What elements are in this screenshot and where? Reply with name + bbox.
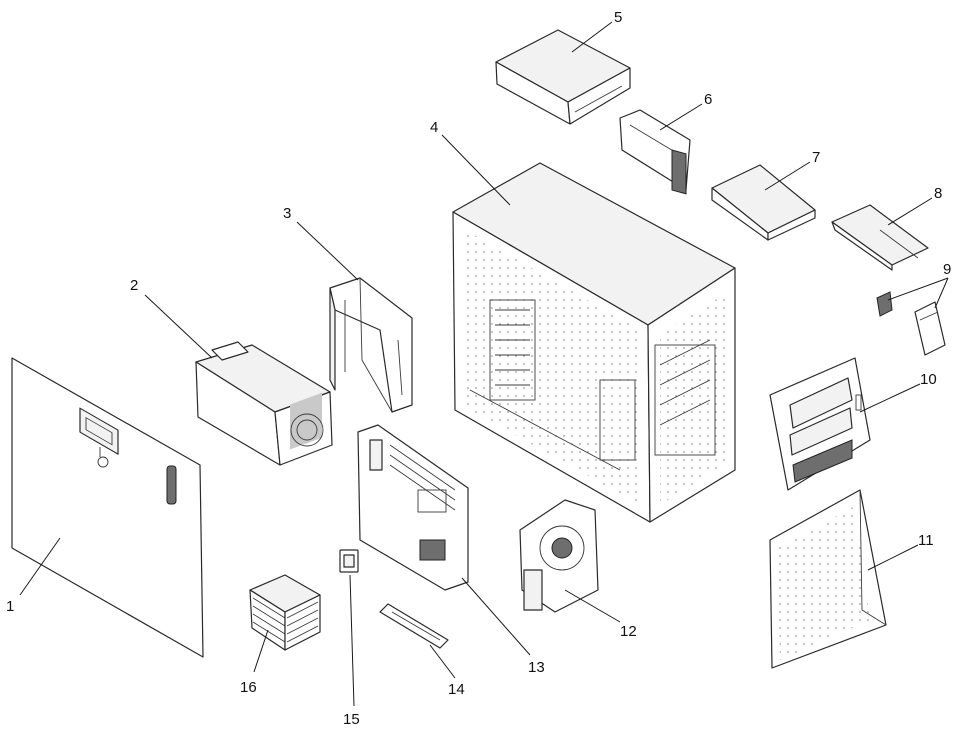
leader-2 <box>144 294 213 359</box>
part-6-drive-tray <box>619 109 691 195</box>
callout-12: 12 <box>620 623 637 640</box>
leader-12 <box>564 589 621 623</box>
part-5-optical-drive <box>495 29 631 125</box>
leader-13 <box>461 577 531 656</box>
leader-15 <box>349 574 355 707</box>
leader-11 <box>867 544 919 571</box>
leader-9b <box>934 277 949 309</box>
leader-8 <box>887 197 933 226</box>
callout-5: 5 <box>614 9 622 26</box>
leader-6 <box>659 103 703 131</box>
callout-labels: 1 2 3 4 5 6 7 8 9 10 11 12 13 14 15 16 <box>6 9 951 728</box>
callout-15: 15 <box>343 711 360 728</box>
leader-7 <box>764 161 811 191</box>
part-10-front-bezel <box>769 357 871 491</box>
leader-3 <box>296 221 359 281</box>
part-7-hard-disk <box>711 164 816 241</box>
callout-7: 7 <box>812 149 820 166</box>
callout-6: 6 <box>704 91 712 108</box>
leader-1 <box>19 537 61 596</box>
part-2-power-supply <box>195 341 333 466</box>
part-8-filler <box>831 204 929 271</box>
leader-4 <box>441 134 511 206</box>
callout-8: 8 <box>934 185 942 202</box>
leader-16 <box>253 629 269 673</box>
part-9-latches <box>876 291 946 356</box>
part-14-memory-module <box>379 603 449 649</box>
leader-14 <box>429 644 456 679</box>
part-15-processor <box>339 549 359 573</box>
leader-10 <box>859 383 921 413</box>
part-11-front-door <box>769 489 887 669</box>
callout-16: 16 <box>240 679 257 696</box>
callout-1: 1 <box>6 598 14 615</box>
callout-4: 4 <box>430 119 438 136</box>
callout-14: 14 <box>448 681 465 698</box>
leader-5 <box>571 21 613 53</box>
callout-13: 13 <box>528 659 545 676</box>
callout-9: 9 <box>943 261 951 278</box>
leader-9a <box>887 277 949 301</box>
part-16-heat-sink <box>249 574 321 651</box>
callout-10: 10 <box>920 371 937 388</box>
leader-lines <box>19 21 949 707</box>
part-12-fan-assembly <box>519 499 599 613</box>
part-13-system-board <box>357 424 469 591</box>
part-4-chassis <box>452 162 736 523</box>
callout-2: 2 <box>130 277 138 294</box>
callout-11: 11 <box>918 532 934 549</box>
callout-3: 3 <box>283 205 291 222</box>
part-1-side-cover <box>11 357 204 658</box>
part-3-bracket <box>329 277 413 413</box>
